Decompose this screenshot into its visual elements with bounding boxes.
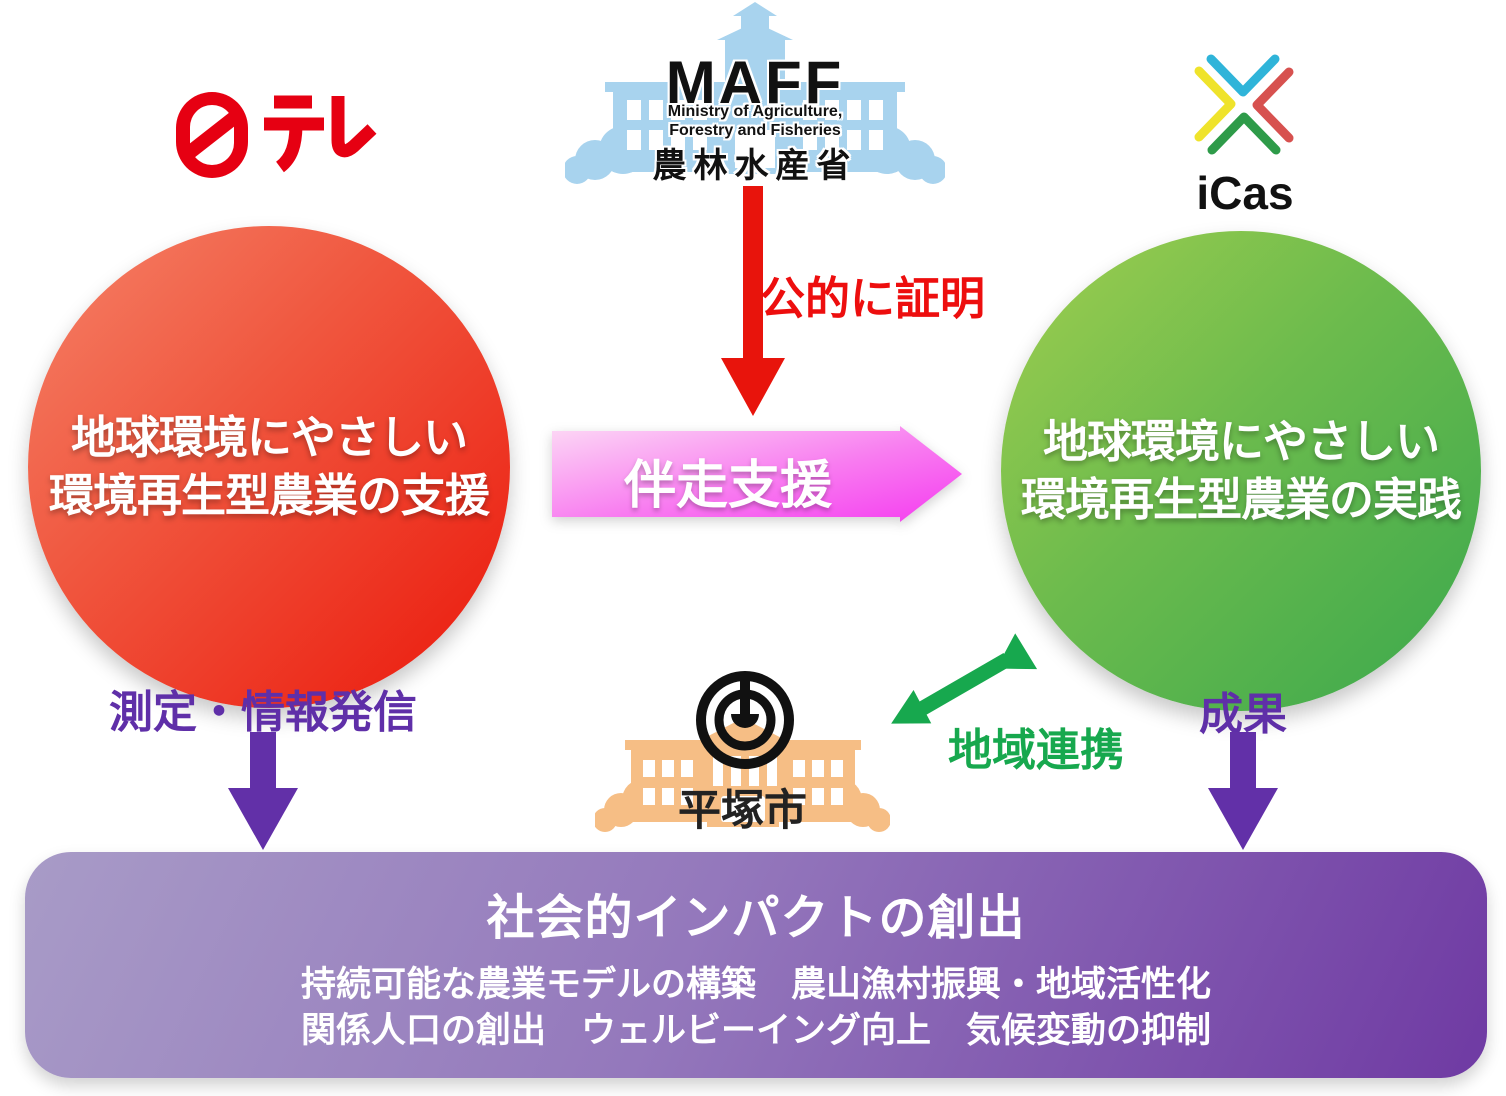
icas-logo-label: iCas [1196,167,1294,219]
nittele-logo-mark [176,92,377,178]
left-circle-line2: 環境再生型農業の支援 [48,470,490,521]
ntv-support-circle: 地球環境にやさしい 環境再生型農業の支援 [28,226,510,708]
results-label: 成果 [1199,690,1287,739]
maff-logo: MAFF Ministry of Agriculture, Forestry a… [563,2,947,185]
maff-title: MAFF [665,49,845,116]
region-cooperation-label: 地域連携 [948,726,1124,775]
impact-title: 社会的インパクトの創出 [486,892,1026,945]
impact-line2: 関係人口の創出 ウェルビーイング向上 気候変動の抑制 [300,1011,1211,1051]
hiratsuka-logo: 平塚市 [593,648,891,840]
certify-label: 公的に証明 [760,273,986,324]
left-down-arrow [228,732,298,850]
right-circle-line2: 環境再生型農業の実践 [1020,474,1462,525]
measurement-broadcast-label: 測定・情報発信 [109,688,417,737]
maff-subtitle-line1: Ministry of Agriculture, [667,103,843,120]
maff-subtitle-line2: Forestry and Fisheries [669,122,841,140]
icas-logo-mark [1190,48,1300,162]
impact-line1: 持続可能な農業モデルの構築 農山漁村振興・地域活性化 [300,965,1211,1004]
right-circle-line1: 地球環境にやさしい [1042,415,1440,467]
hiratsuka-building-illustration [593,671,891,832]
certify-down-arrow [721,186,785,416]
left-circle-line1: 地球環境にやさしい [70,411,468,463]
maff-japanese-name: 農林水産省 [652,147,858,185]
nittele-logo [168,88,378,182]
icas-practice-circle: 地球環境にやさしい 環境再生型農業の実践 [1001,231,1481,711]
region-cooperation-arrow [891,633,1038,724]
accompany-label: 伴走支援 [623,457,832,515]
accompany-arrow [552,426,962,522]
maff-building-illustration [563,2,947,184]
right-down-arrow [1208,732,1278,850]
hiratsuka-label: 平塚市 [678,787,807,835]
social-impact-box: 社会的インパクトの創出 持続可能な農業モデルの構築 農山漁村振興・地域活性化 関… [25,852,1487,1078]
